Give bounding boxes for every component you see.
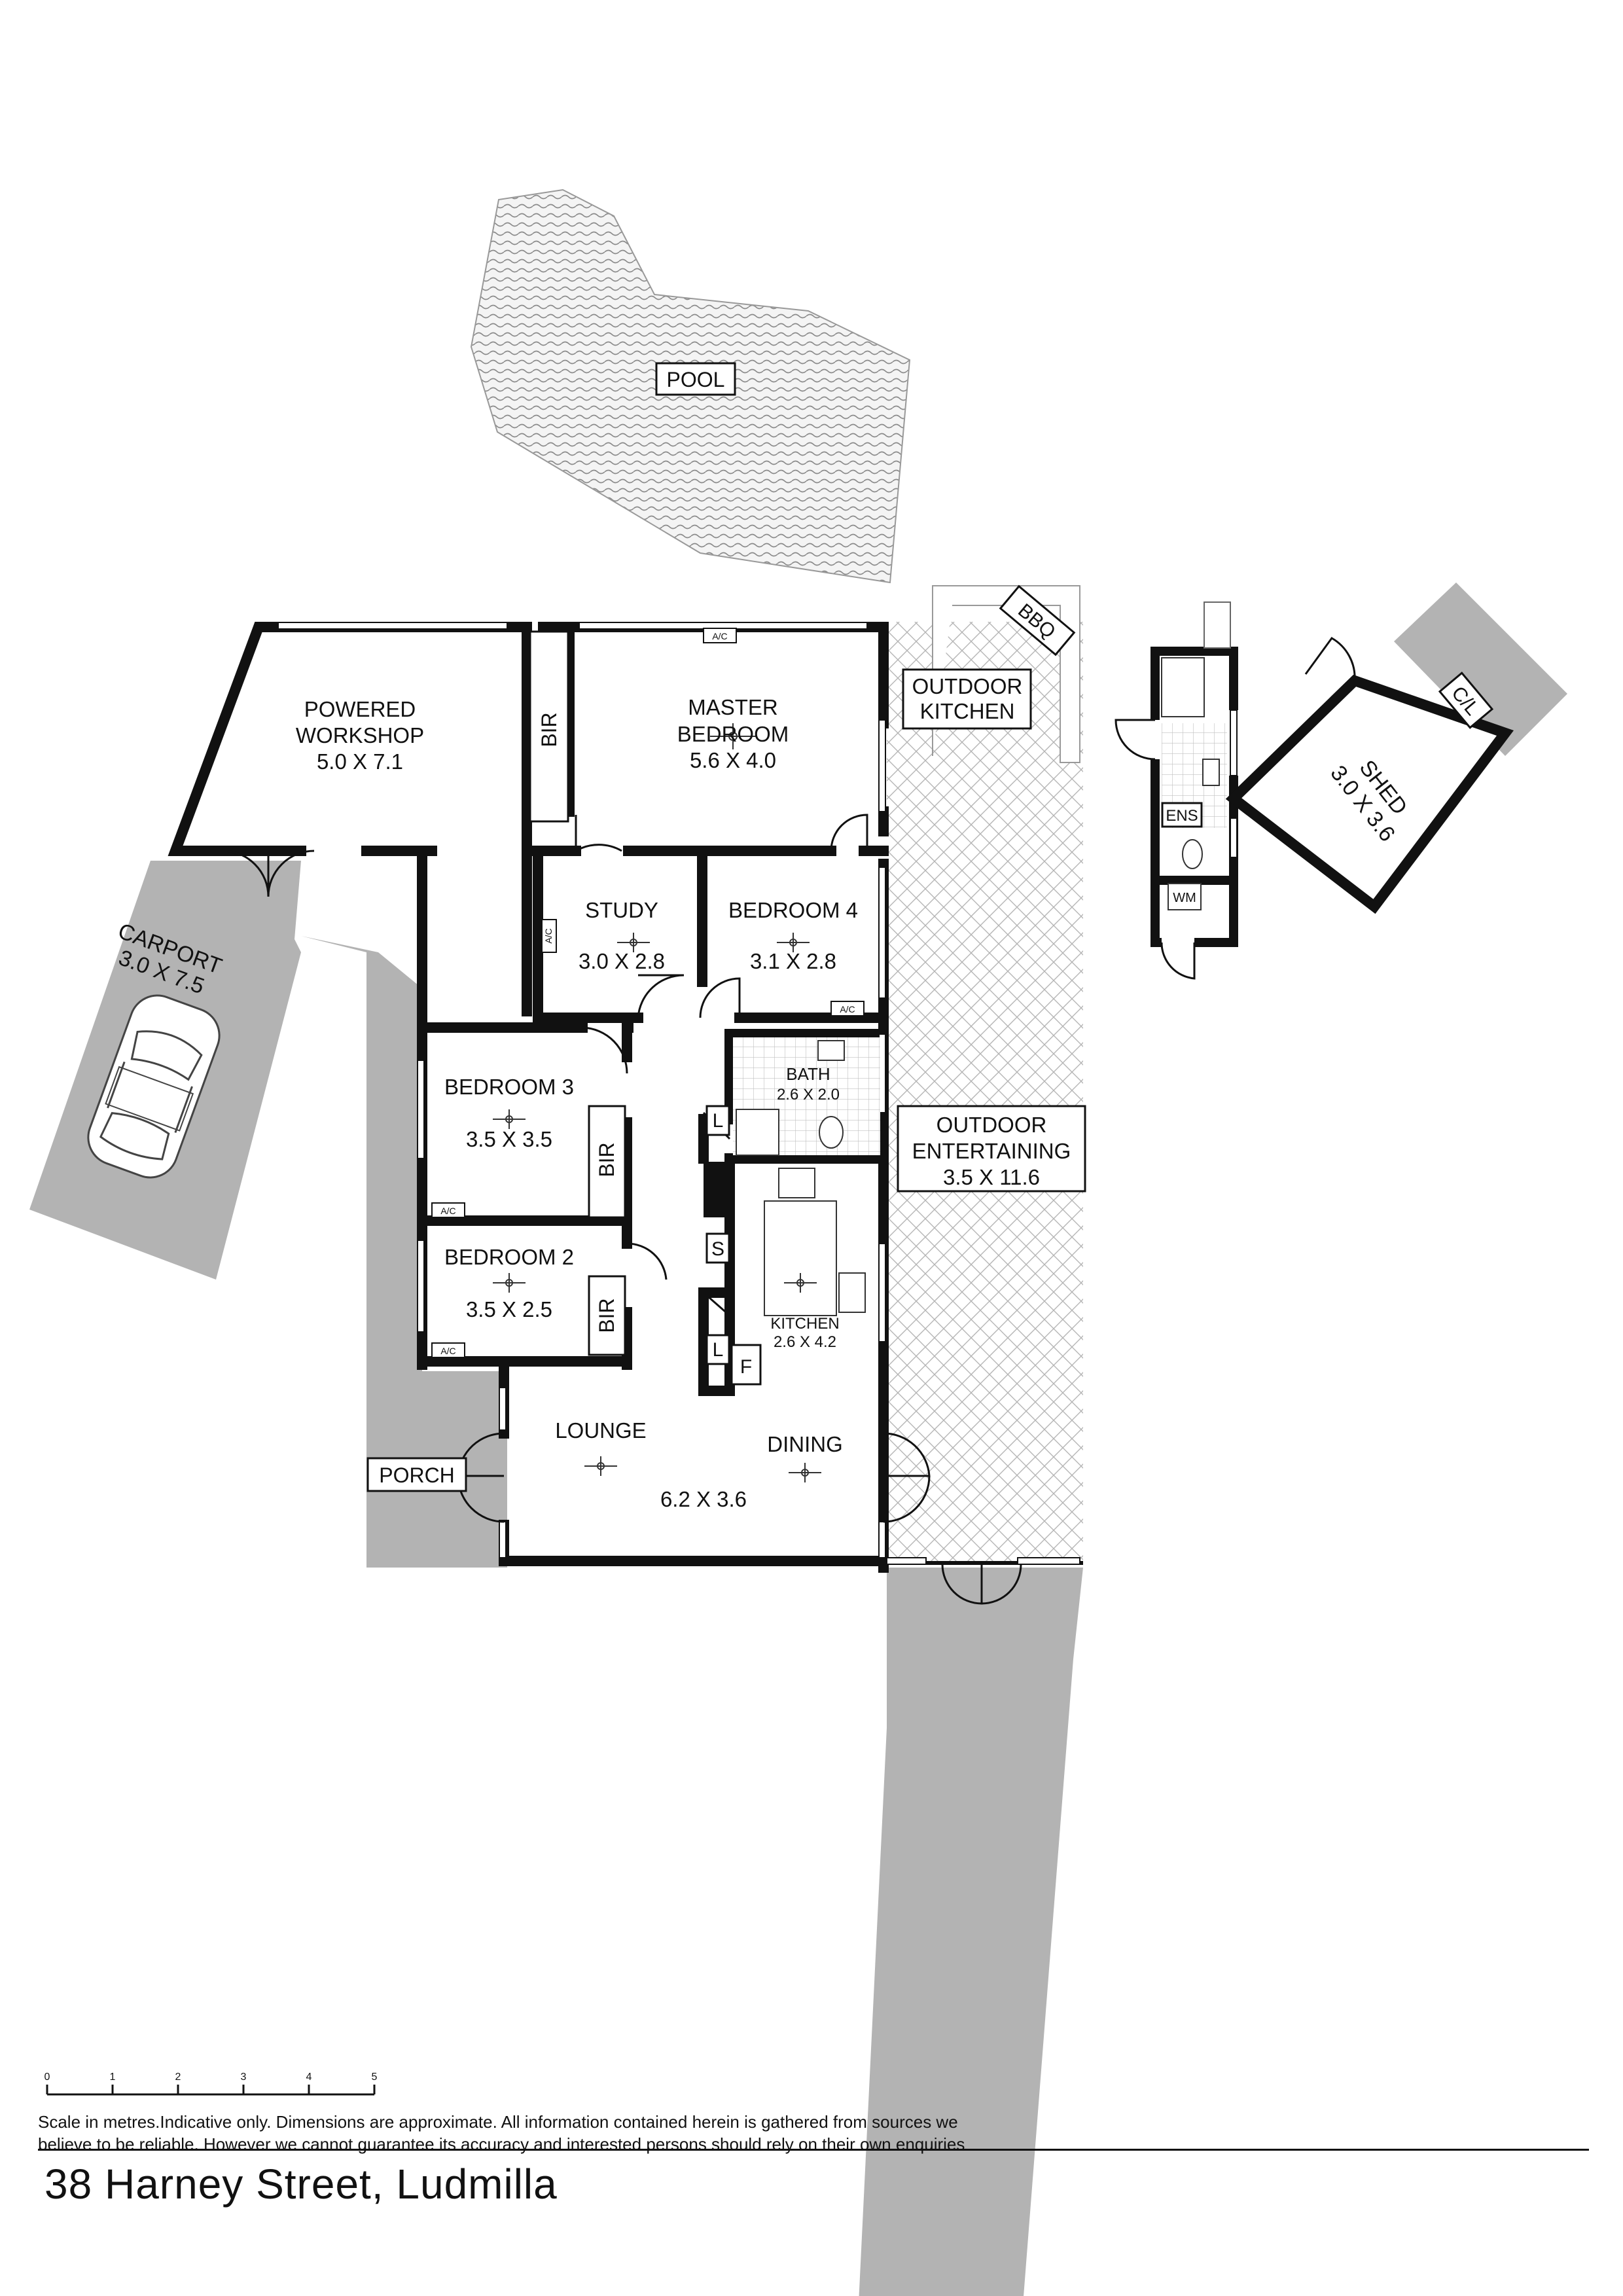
bedroom3-label: BEDROOM 3 bbox=[444, 1075, 574, 1099]
car-icon bbox=[87, 994, 221, 1179]
bir-b2-label: BIR bbox=[595, 1298, 618, 1333]
l-upper-label: L bbox=[713, 1110, 724, 1132]
kitchen-sink bbox=[838, 1272, 866, 1313]
workshop-label-1: POWERED bbox=[304, 697, 416, 721]
rear-path-area bbox=[859, 1568, 1083, 2296]
pool-label-box bbox=[655, 362, 736, 396]
bir-b2-box bbox=[588, 1275, 626, 1356]
outdoor-ent-label-1: OUTDOOR bbox=[936, 1113, 1047, 1137]
f-box bbox=[730, 1344, 762, 1386]
porch-label: PORCH bbox=[379, 1463, 455, 1487]
l-lower-box bbox=[705, 1334, 730, 1365]
bath-label: BATH bbox=[786, 1064, 830, 1084]
shed-yard-area bbox=[1394, 583, 1567, 756]
svg-text:A/C: A/C bbox=[840, 1004, 855, 1014]
outdoor-kitchen-box bbox=[902, 668, 1032, 730]
bath-fixtures bbox=[736, 1040, 845, 1156]
outdoor-ent-box bbox=[897, 1105, 1086, 1193]
kitchen-island bbox=[764, 1200, 837, 1316]
s-label: S bbox=[711, 1238, 724, 1260]
bath-dim: 2.6 X 2.0 bbox=[777, 1086, 840, 1103]
workshop-label-2: WORKSHOP bbox=[296, 723, 424, 747]
ac-units: A/C A/C A/C A/C A/C bbox=[431, 628, 865, 1358]
kitchen-dim: 2.6 X 4.2 bbox=[774, 1333, 836, 1351]
disclaimer-line-2: believe to be reliable. However we canno… bbox=[38, 2134, 965, 2154]
ensuite-building bbox=[1115, 601, 1238, 980]
scale-tick-5: 5 bbox=[372, 2072, 378, 2083]
outdoor-kitchen-counter bbox=[932, 585, 1080, 763]
property-address: 38 Harney Street, Ludmilla bbox=[45, 2161, 558, 2208]
f-label: F bbox=[740, 1356, 752, 1378]
bir-master-box bbox=[529, 630, 569, 823]
l-upper-box bbox=[705, 1105, 730, 1136]
ens-box bbox=[1161, 802, 1203, 828]
workshop-dim: 5.0 X 7.1 bbox=[317, 749, 403, 774]
svg-text:A/C: A/C bbox=[712, 631, 727, 641]
disclaimer-line-1: Scale in metres.Indicative only. Dimensi… bbox=[38, 2112, 958, 2132]
porch-box bbox=[366, 1457, 467, 1492]
cl-label: C/L bbox=[1438, 672, 1494, 729]
outdoor-ent-dim: 3.5 X 11.6 bbox=[943, 1165, 1040, 1189]
bedroom2-label: BEDROOM 2 bbox=[444, 1245, 574, 1269]
bedroom4-dim: 3.1 X 2.8 bbox=[750, 949, 836, 973]
side-path-area bbox=[301, 936, 507, 1568]
scale-tick-4: 4 bbox=[306, 2072, 312, 2083]
master-label-1: MASTER bbox=[688, 695, 778, 719]
svg-text:A/C: A/C bbox=[543, 928, 554, 943]
kitchen-label: KITCHEN bbox=[770, 1315, 839, 1333]
lounge-label: LOUNGE bbox=[555, 1418, 646, 1443]
svg-text:A/C: A/C bbox=[440, 1346, 455, 1356]
outdoor-kitchen-label-2: KITCHEN bbox=[920, 699, 1015, 723]
ens-label: ENS bbox=[1166, 807, 1198, 825]
pool-label: POOL bbox=[667, 368, 725, 391]
bir-b3-label: BIR bbox=[595, 1142, 618, 1177]
disclaimer: Scale in metres.Indicative only. Dimensi… bbox=[38, 2111, 1150, 2155]
bedroom3-dim: 3.5 X 3.5 bbox=[466, 1127, 552, 1151]
s-box bbox=[705, 1232, 730, 1264]
l-lower-label: L bbox=[713, 1339, 724, 1361]
chimney-block bbox=[704, 1162, 730, 1217]
scale-tick-3: 3 bbox=[241, 2072, 247, 2083]
bedroom4-label: BEDROOM 4 bbox=[728, 898, 858, 922]
kitchen-cooktop bbox=[778, 1168, 815, 1198]
scale-ticks: 0 1 2 3 4 5 bbox=[45, 2072, 378, 2083]
bir-b3-box bbox=[588, 1105, 626, 1219]
outdoor-ent-label-2: ENTERTAINING bbox=[912, 1139, 1071, 1163]
scale-tick-0: 0 bbox=[45, 2072, 50, 2083]
bedroom2-dim: 3.5 X 2.5 bbox=[466, 1297, 552, 1321]
master-label-2: BEDROOM bbox=[677, 722, 789, 746]
study-dim: 3.0 X 2.8 bbox=[579, 949, 665, 973]
wm-label: WM bbox=[1173, 891, 1196, 905]
footer-rule bbox=[38, 2149, 1589, 2151]
scale-bar bbox=[46, 2085, 376, 2096]
lounge-dim: 6.2 X 3.6 bbox=[660, 1487, 747, 1511]
study-label: STUDY bbox=[585, 898, 658, 922]
shed-building bbox=[1225, 637, 1514, 914]
scale-tick-1: 1 bbox=[110, 2072, 116, 2083]
outdoor-entertaining-area bbox=[887, 622, 1083, 1564]
outdoor-ent-rail bbox=[887, 1561, 1083, 1565]
dining-label: DINING bbox=[767, 1432, 843, 1456]
ceiling-fan-icons bbox=[493, 723, 821, 1482]
scale-tick-2: 2 bbox=[175, 2072, 181, 2083]
outdoor-kitchen-label-1: OUTDOOR bbox=[912, 674, 1023, 698]
svg-text:A/C: A/C bbox=[440, 1206, 455, 1216]
master-dim: 5.6 X 4.0 bbox=[690, 748, 776, 772]
bir-master-label: BIR bbox=[537, 712, 561, 747]
